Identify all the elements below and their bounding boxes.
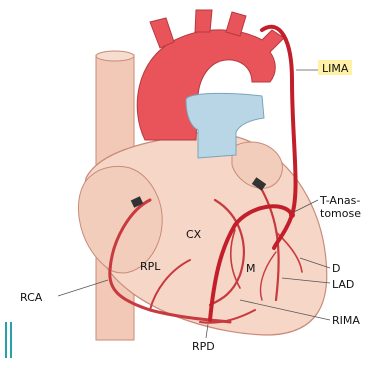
aortic-branch-1 bbox=[150, 18, 174, 48]
aortic-branch-2 bbox=[195, 10, 212, 32]
right-atrium bbox=[78, 166, 162, 273]
m-label: M bbox=[246, 262, 256, 275]
rca-label: RCA bbox=[20, 291, 43, 304]
corner-mark-right bbox=[10, 322, 12, 358]
vena-cava-top bbox=[96, 51, 134, 61]
corner-mark-left bbox=[5, 322, 7, 358]
rpl-label: RPL bbox=[140, 260, 161, 273]
d-label: D bbox=[332, 262, 340, 275]
t-anastomose-label-line2: tomose bbox=[320, 207, 361, 220]
cx-label: CX bbox=[186, 228, 202, 241]
t-anastomose-label-line1: T-Anas- bbox=[319, 194, 360, 207]
rima-label: RIMA bbox=[332, 314, 360, 327]
lima-label: LIMA bbox=[322, 62, 349, 75]
lad-label: LAD bbox=[332, 278, 354, 291]
rpd-label: RPD bbox=[192, 340, 215, 353]
t-anastomosis-point bbox=[289, 212, 295, 218]
